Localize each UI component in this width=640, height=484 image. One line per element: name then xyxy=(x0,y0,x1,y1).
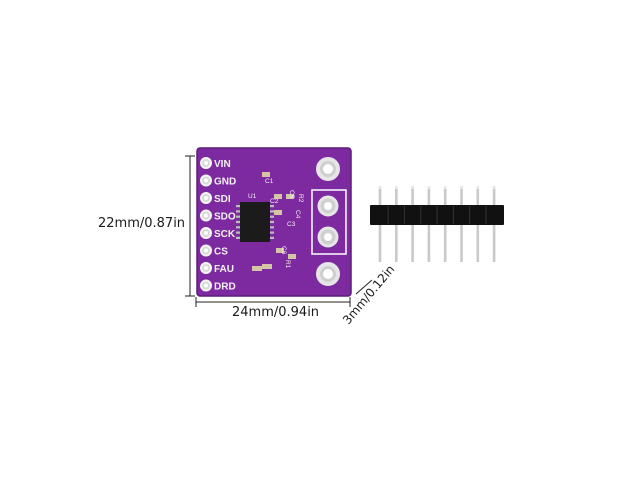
component-label: C5 xyxy=(288,190,295,199)
header-pin-tip xyxy=(427,186,431,189)
header-segments xyxy=(387,206,487,224)
smd-component xyxy=(252,266,262,271)
pad-hole-lower-center xyxy=(324,233,332,241)
component-label: U1 xyxy=(248,193,257,200)
component-label: C2 xyxy=(270,198,279,205)
component-label: C6 xyxy=(280,246,287,255)
pad-hole-upper-center xyxy=(324,202,332,210)
chip-leg xyxy=(236,215,240,218)
header-pin-tip xyxy=(492,186,496,189)
component-label: R1 xyxy=(284,260,291,269)
pin-label: GND xyxy=(214,177,236,188)
pin-label: SDI xyxy=(214,194,231,205)
ic-chip xyxy=(240,202,270,242)
connector-outline xyxy=(311,189,347,255)
component-label: C3 xyxy=(287,221,296,228)
chip-leg xyxy=(270,205,274,208)
mounting-hole-bottom-center xyxy=(323,269,333,279)
pin-label: SCK xyxy=(214,229,236,240)
pin-hole-group xyxy=(200,157,212,292)
header-pin-tip xyxy=(378,186,382,189)
ic-chip-legs xyxy=(236,205,274,239)
smd-component xyxy=(288,254,296,259)
pin-label: CS xyxy=(214,247,228,258)
dimension-lines xyxy=(185,155,373,307)
smd-component xyxy=(262,264,272,269)
smd-component xyxy=(276,248,284,253)
chip-leg xyxy=(236,236,240,239)
pin-label: FAU xyxy=(214,264,234,275)
pin-hole-center xyxy=(204,231,208,235)
pin-hole-center xyxy=(204,283,208,288)
pin-label: DRD xyxy=(214,282,236,293)
chip-leg xyxy=(270,210,274,213)
chip-leg xyxy=(270,215,274,218)
pin-label: VIN xyxy=(214,159,231,170)
height-dimension-label: 22mm/0.87in xyxy=(98,216,186,231)
chip-leg xyxy=(270,226,274,229)
chip-leg xyxy=(270,220,274,224)
smd-component xyxy=(274,194,282,199)
pin-hole-center xyxy=(204,178,208,183)
header-pin-tip xyxy=(460,186,463,189)
header-pin-tip xyxy=(411,186,414,189)
chip-leg xyxy=(236,210,240,213)
chip-leg xyxy=(236,226,240,229)
smd-component xyxy=(286,194,294,199)
pitch-dimension-line xyxy=(355,279,373,295)
pin-hole-center xyxy=(204,248,208,253)
component-label: C1 xyxy=(265,178,274,185)
pin-header xyxy=(370,186,504,262)
pin-hole-center xyxy=(204,161,208,165)
chip-leg xyxy=(236,220,240,224)
pin-hole-center xyxy=(204,266,208,270)
chip-leg xyxy=(270,236,274,239)
component-label: C4 xyxy=(294,210,301,219)
header-pin-tip xyxy=(395,186,398,189)
chip-leg xyxy=(270,231,274,234)
pin-hole-center xyxy=(204,196,208,200)
header-pin-tip xyxy=(476,186,480,189)
header-pin-tip xyxy=(443,186,447,189)
smd-component xyxy=(274,210,282,215)
width-dimension-label: 24mm/0.94in xyxy=(232,305,320,320)
pin-label: SDO xyxy=(214,212,236,223)
chip-leg xyxy=(236,205,240,208)
smd-component xyxy=(262,172,270,177)
component-label: R2 xyxy=(297,194,304,203)
pin-hole-center xyxy=(204,213,208,218)
chip-leg xyxy=(236,231,240,234)
pin-label-group: VIN GND SDI SDO SCK CS FAU DRD xyxy=(214,159,236,293)
mounting-hole-top-center xyxy=(323,164,333,174)
